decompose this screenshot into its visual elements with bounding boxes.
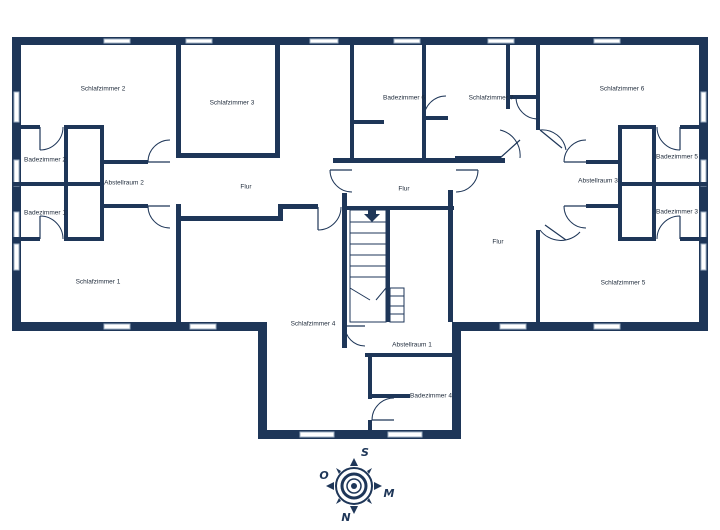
arrow-down-icon — [364, 210, 380, 222]
room-label-schlafzimmer-6: Schlafzimmer 6 — [600, 86, 645, 93]
windows — [13, 38, 707, 438]
room-label-schlafzimmer-7: Schlafzimmer 7 — [469, 95, 514, 102]
staircase — [349, 209, 405, 323]
room-label-schlafzimmer-3: Schlafzimmer 3 — [210, 100, 255, 107]
room-label-badezimmer-5: Badezimmer 5 — [656, 154, 698, 161]
room-label-badezimmer-2: Badezimmer 2 — [24, 157, 66, 164]
exterior-walls — [12, 37, 708, 439]
room-label-schlafzimmer-5: Schlafzimmer 5 — [601, 280, 646, 287]
compass-east-label: M — [384, 487, 395, 500]
compass-rose-icon: S O M N — [319, 446, 394, 524]
room-label-schlafzimmer-2: Schlafzimmer 2 — [81, 86, 126, 93]
room-label-badezimmer-1: Badezimmer 1 — [24, 210, 66, 217]
room-label-badezimmer-6: Badezimmer 6 — [383, 95, 425, 102]
room-label-badezimmer-4: Badezimmer 4 — [410, 393, 452, 400]
compass-south-label: S — [361, 446, 369, 459]
doors — [39, 95, 681, 421]
room-label-badezimmer-3: Badezimmer 3 — [656, 209, 698, 216]
room-label-abstellraum-3: Abstellraum 3 — [578, 178, 618, 185]
room-label-schlafzimmer-4: Schlafzimmer 4 — [291, 321, 336, 328]
room-label-flur-center: Flur — [398, 186, 410, 193]
room-label-schlafzimmer-1: Schlafzimmer 1 — [76, 279, 121, 286]
room-labels: Schlafzimmer 2 Schlafzimmer 3 Badezimmer… — [24, 86, 698, 400]
room-label-flur-right: Flur — [492, 239, 504, 246]
room-label-flur-left: Flur — [240, 184, 252, 191]
compass-west-label: O — [319, 469, 328, 482]
room-label-abstellraum-1: Abstellraum 1 — [392, 342, 432, 349]
compass-north-label: N — [341, 511, 350, 524]
room-label-abstellraum-2: Abstellraum 2 — [104, 180, 144, 187]
interior-walls — [12, 45, 708, 432]
